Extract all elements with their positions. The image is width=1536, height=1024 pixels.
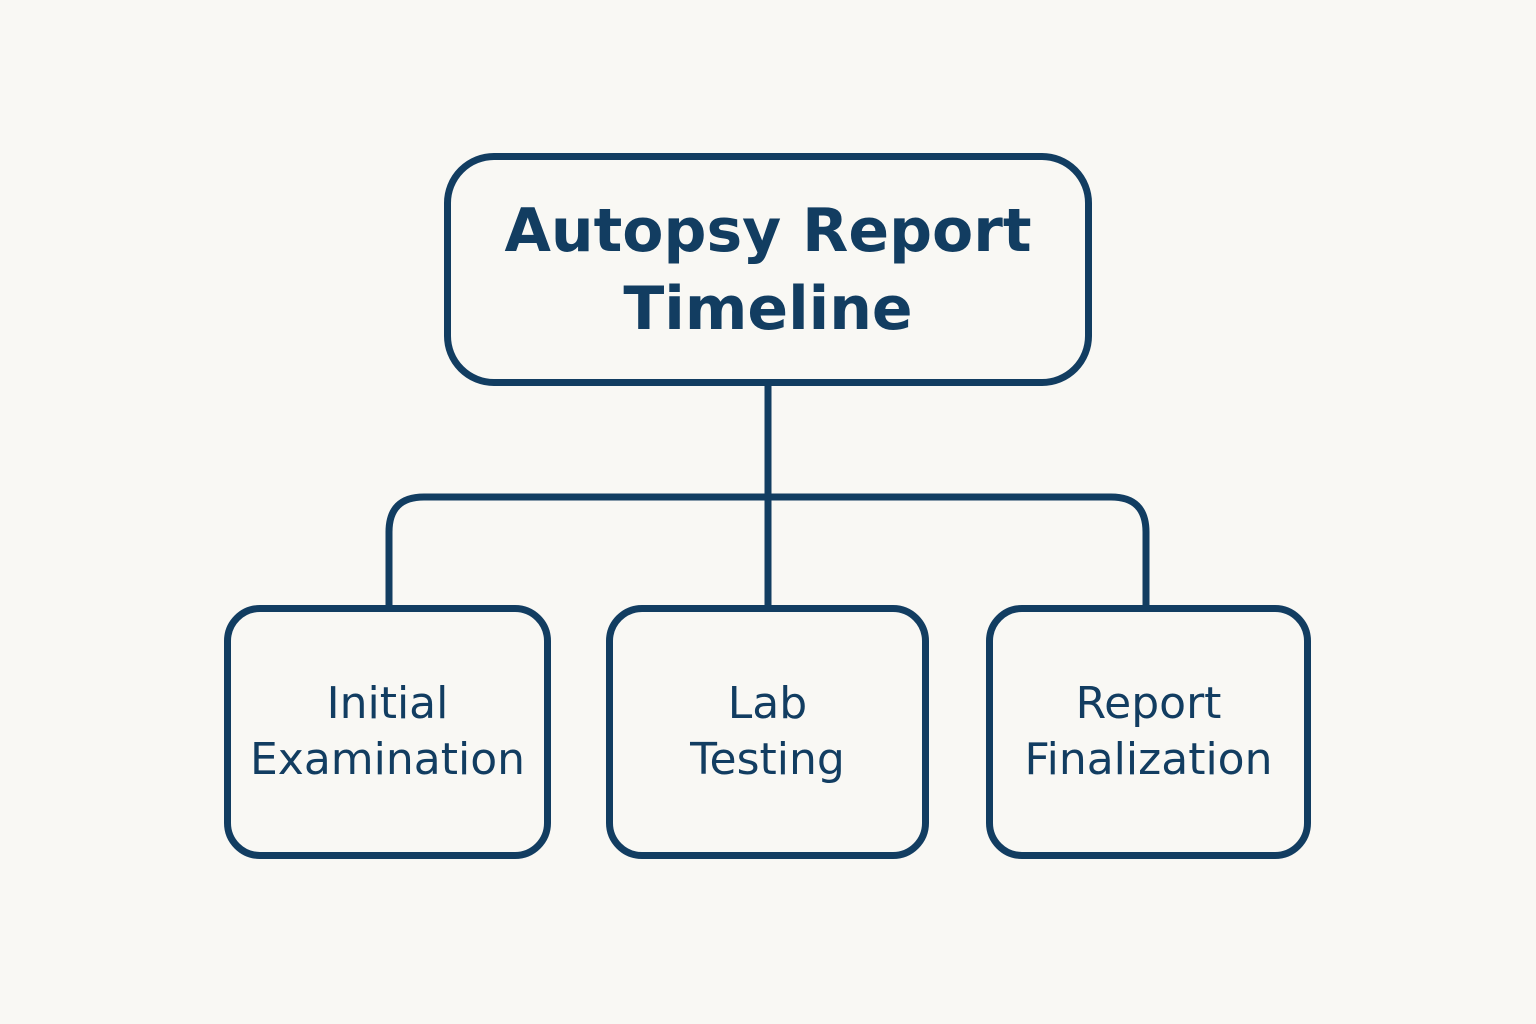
child-node-report-finalization: Report Finalization bbox=[986, 605, 1311, 859]
child-label-line-1: Report bbox=[1075, 678, 1222, 729]
child-label-line-1: Lab bbox=[727, 678, 808, 729]
child-label-line-2: Finalization bbox=[1024, 734, 1273, 785]
child-label-line-2: Testing bbox=[690, 734, 845, 785]
child-label-line-1: Initial bbox=[326, 678, 449, 729]
root-node: Autopsy Report Timeline bbox=[444, 153, 1092, 386]
root-title-line-2: Timeline bbox=[623, 273, 913, 344]
connector-bus bbox=[385, 493, 1150, 605]
root-title-line-1: Autopsy Report bbox=[504, 195, 1032, 266]
child-node-initial-examination: Initial Examination bbox=[224, 605, 551, 859]
child-node-lab-testing: Lab Testing bbox=[606, 605, 929, 859]
child-label-line-2: Examination bbox=[249, 734, 526, 785]
